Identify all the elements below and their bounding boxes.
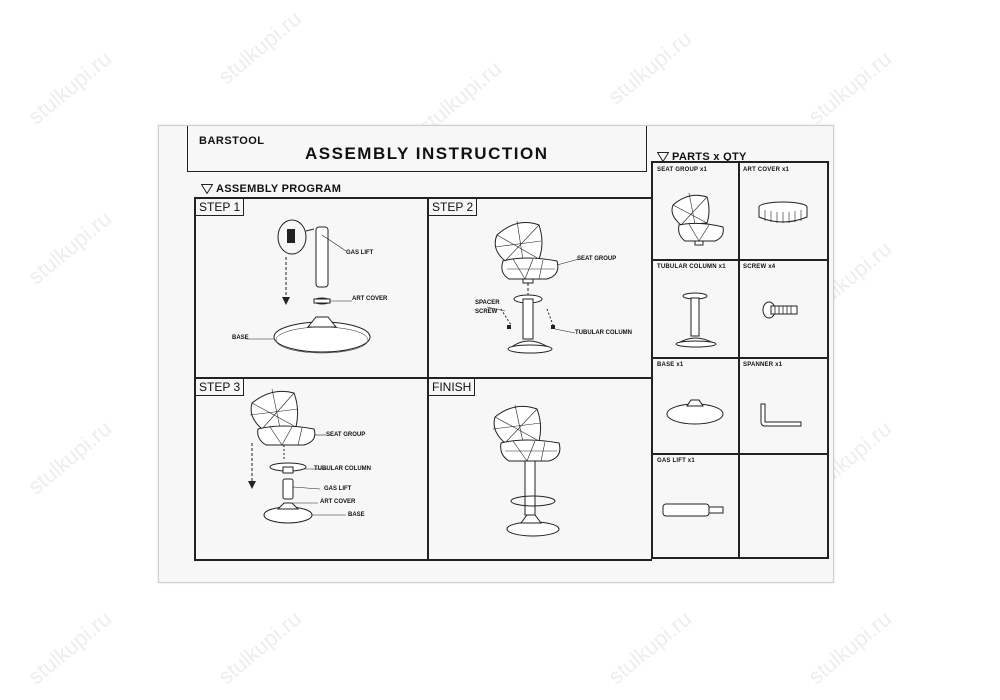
part-cell-seat-group: SEAT GROUP x1 — [652, 162, 740, 261]
parts-table: SEAT GROUP x1 ART COVER x1 TUBULAR COLUM… — [651, 161, 829, 559]
callout-tubular-column: TUBULAR COLUMN — [314, 466, 371, 472]
callout-screw: SCREW — [475, 309, 498, 315]
callout-gas-lift: GAS LIFT — [346, 250, 374, 256]
assembly-steps-grid: STEP 1 GAS LIFT ART COVER BASE — [194, 197, 652, 561]
part-label-tubular-column: TUBULAR COLUMN x1 — [657, 264, 726, 270]
watermark-text: stulkupi.ru — [23, 605, 117, 690]
step-2-label: STEP 2 — [429, 199, 478, 216]
part-label-art-cover: ART COVER x1 — [743, 167, 790, 173]
part-label-base: BASE x1 — [657, 362, 684, 368]
step-1-illustration — [246, 219, 371, 354]
callout-seat-group: SEAT GROUP — [577, 256, 617, 262]
callout-tubular-column: TUBULAR COLUMN — [575, 330, 632, 336]
callout-art-cover: ART COVER — [352, 296, 388, 302]
part-cell-spanner: SPANNER x1 — [738, 357, 828, 455]
instruction-sheet: BARSTOOL ASSEMBLY INSTRUCTION ASSEMBLY P… — [158, 125, 834, 583]
parts-heading: PARTS x QTY — [657, 151, 747, 163]
watermark-text: stulkupi.ru — [213, 605, 307, 690]
part-cell-empty — [738, 453, 828, 558]
triangle-marker-icon — [201, 184, 213, 194]
finish-panel: FINISH — [428, 378, 652, 560]
finish-illustration — [492, 404, 561, 537]
watermark-text: stulkupi.ru — [23, 415, 117, 500]
spanner-icon — [760, 403, 802, 427]
part-cell-art-cover: ART COVER x1 — [738, 162, 828, 261]
callout-art-cover: ART COVER — [320, 499, 356, 505]
step-1-panel: STEP 1 GAS LIFT ART COVER BASE — [195, 198, 428, 378]
part-label-gas-lift: GAS LIFT x1 — [657, 458, 695, 464]
part-cell-gas-lift: GAS LIFT x1 — [652, 453, 740, 558]
callout-seat-group: SEAT GROUP — [326, 432, 366, 438]
step-3-label: STEP 3 — [196, 379, 245, 396]
part-label-seat-group: SEAT GROUP x1 — [657, 167, 708, 173]
base-icon — [666, 399, 724, 425]
callout-base: BASE — [232, 335, 249, 341]
assembly-program-heading: ASSEMBLY PROGRAM — [201, 183, 341, 195]
header-frame-right — [646, 126, 647, 172]
finish-label: FINISH — [429, 379, 476, 396]
assembly-program-title: ASSEMBLY PROGRAM — [216, 183, 342, 195]
callout-spacer: SPACER — [475, 300, 500, 306]
part-label-spanner: SPANNER x1 — [743, 362, 783, 368]
part-label-screw: SCREW x4 — [743, 264, 776, 270]
step-3-panel: STEP 3 SEAT GROUP TUB — [195, 378, 428, 560]
tubular-column-icon — [675, 292, 717, 348]
header-frame-bottom — [187, 171, 647, 172]
part-cell-tubular-column: TUBULAR COLUMN x1 — [652, 259, 740, 359]
part-cell-base: BASE x1 — [652, 357, 740, 455]
watermark-text: stulkupi.ru — [603, 605, 697, 690]
callout-base: BASE — [348, 512, 365, 518]
screw-icon — [762, 301, 798, 319]
watermark-text: stulkupi.ru — [213, 5, 307, 90]
page-title: ASSEMBLY INSTRUCTION — [305, 144, 549, 163]
step-2-illustration — [486, 220, 580, 354]
watermark-text: stulkupi.ru — [23, 45, 117, 130]
header-frame-left — [187, 126, 188, 172]
part-cell-screw: SCREW x4 — [738, 259, 828, 359]
step-1-label: STEP 1 — [196, 199, 245, 216]
triangle-marker-icon — [657, 152, 669, 162]
parts-title: PARTS x QTY — [672, 151, 747, 163]
callout-gas-lift: GAS LIFT — [324, 486, 352, 492]
seat-group-icon — [671, 192, 724, 246]
watermark-text: stulkupi.ru — [23, 205, 117, 290]
watermark-text: stulkupi.ru — [803, 45, 897, 130]
gas-lift-icon — [662, 503, 724, 517]
watermark-text: stulkupi.ru — [803, 605, 897, 690]
product-name: BARSTOOL — [199, 135, 265, 147]
art-cover-icon — [758, 201, 808, 223]
step-3-illustration — [248, 388, 346, 524]
step-2-panel: STEP 2 SEAT GROUP SPA — [428, 198, 652, 378]
watermark-text: stulkupi.ru — [603, 25, 697, 110]
